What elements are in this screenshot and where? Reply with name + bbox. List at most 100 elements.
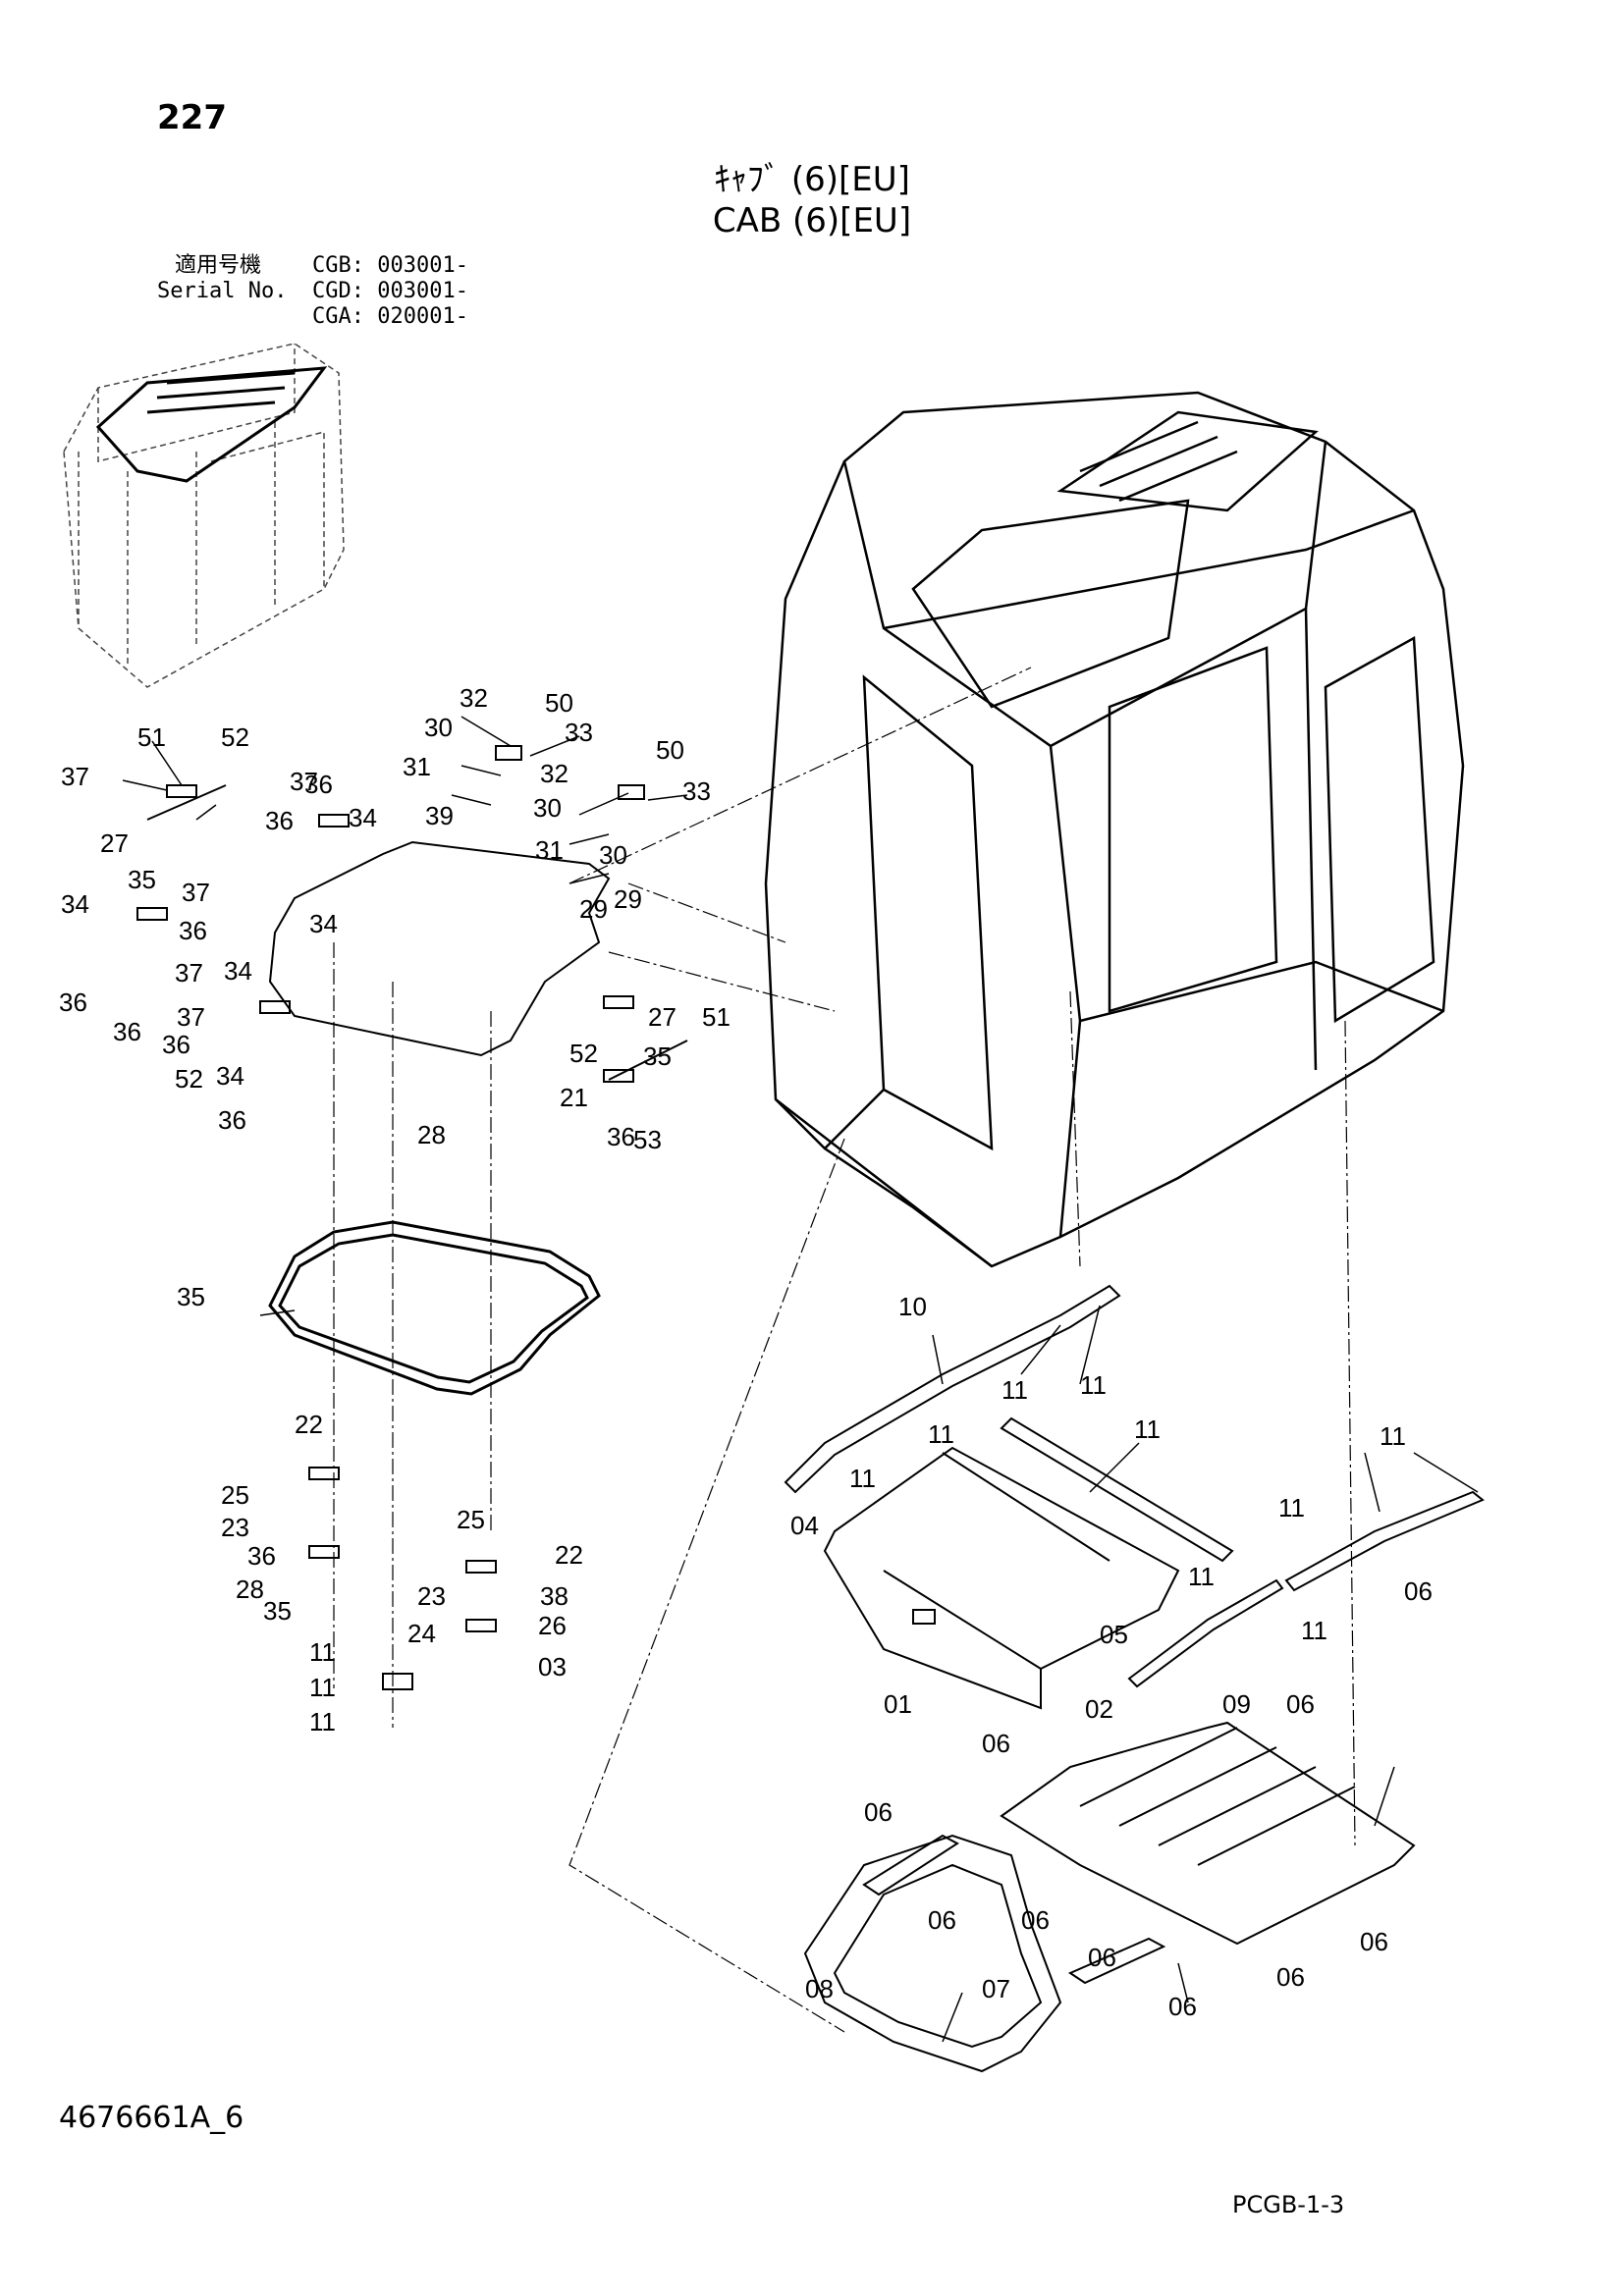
callout-35: 35: [263, 1596, 292, 1626]
callout-06: 06: [1021, 1905, 1050, 1935]
callout-06: 06: [1360, 1927, 1388, 1956]
strip-10: [1000, 1416, 1234, 1563]
callout-30: 30: [533, 793, 562, 823]
callout-01: 01: [884, 1689, 912, 1719]
page-number: 227: [157, 98, 227, 137]
hinge-brackets: [136, 745, 688, 1690]
callout-29: 29: [614, 884, 642, 914]
callout-36: 36: [265, 806, 294, 835]
pad-09: [862, 1834, 959, 1896]
callout-02: 02: [1085, 1694, 1113, 1724]
frame-07: [803, 1834, 1062, 2073]
callout-37: 37: [175, 958, 203, 988]
callout-11: 11: [309, 1637, 336, 1667]
rail-02: [1127, 1578, 1284, 1688]
callout-39: 39: [425, 801, 454, 830]
title-japanese: ｷｬﾌﾞ (6)[EU]: [714, 160, 910, 199]
callout-52: 52: [221, 722, 249, 752]
panel-05-detail: [883, 1452, 1110, 1670]
callout-36: 36: [218, 1105, 246, 1135]
callout-11: 11: [1188, 1562, 1215, 1591]
title-english: CAB (6)[EU]: [712, 201, 912, 240]
callout-52: 52: [175, 1064, 203, 1094]
callout-36: 36: [304, 770, 333, 799]
serial-label-jp: 適用号機: [175, 253, 262, 278]
callout-37: 37: [61, 762, 89, 791]
seal-53: [268, 1220, 601, 1396]
callout-11: 11: [309, 1707, 336, 1736]
callout-37: 37: [177, 1002, 205, 1032]
cab-frame: [764, 391, 1465, 1268]
callout-28: 28: [417, 1120, 446, 1149]
callout-34: 34: [61, 889, 89, 919]
callout-21: 21: [560, 1083, 588, 1112]
callout-34: 34: [216, 1061, 244, 1091]
callout-08: 08: [805, 1974, 834, 2003]
callout-52: 52: [569, 1039, 598, 1068]
rail-03: [784, 1284, 1121, 1494]
callout-25: 25: [221, 1480, 249, 1510]
pad-08: [1067, 1937, 1166, 1985]
callout-32: 32: [460, 683, 488, 713]
rail-04: [1284, 1490, 1485, 1592]
callout-34: 34: [224, 956, 252, 986]
callout-31: 31: [403, 752, 431, 781]
callout-06: 06: [1404, 1576, 1433, 1606]
drawing-number: 4676661A_6: [59, 2101, 244, 2135]
reference-cab-thumbnail: [63, 343, 345, 688]
roof-01-lines: [1079, 1727, 1356, 1866]
callout-06: 06: [1286, 1689, 1315, 1719]
callout-30: 30: [599, 840, 627, 870]
frame-07-inner: [833, 1863, 1043, 2049]
serial-label-en: Serial No.: [157, 279, 288, 303]
callout-35: 35: [177, 1282, 205, 1311]
roof-01: [1000, 1721, 1416, 1946]
callout-37: 37: [290, 767, 318, 796]
callout-29: 29: [579, 894, 608, 924]
callout-36: 36: [162, 1030, 190, 1059]
callout-27: 27: [648, 1002, 677, 1032]
callout-03: 03: [538, 1652, 567, 1682]
callout-11: 11: [849, 1464, 876, 1493]
callout-10: 10: [898, 1292, 927, 1321]
callout-37: 37: [182, 878, 210, 907]
callout-24: 24: [407, 1619, 436, 1648]
callout-35: 35: [128, 865, 156, 894]
callout-36: 36: [179, 916, 207, 945]
panel-05-clip: [912, 1609, 936, 1625]
callout-50: 50: [656, 735, 684, 765]
serial-entry-cgd: CGD: 003001-: [312, 279, 468, 303]
callout-51: 51: [702, 1002, 731, 1032]
callout-27: 27: [100, 828, 129, 858]
callout-25: 25: [457, 1505, 485, 1534]
callout-36: 36: [247, 1541, 276, 1571]
callout-50: 50: [545, 688, 573, 718]
callout-53: 53: [633, 1125, 662, 1154]
phantom-lines: [333, 667, 1356, 2033]
callout-38: 38: [540, 1581, 568, 1611]
callout-leaders: [122, 716, 1479, 2043]
callout-06: 06: [928, 1905, 956, 1935]
callout-36: 36: [607, 1122, 635, 1151]
callout-36: 36: [113, 1017, 141, 1046]
callout-06: 06: [864, 1797, 893, 1827]
callout-30: 30: [424, 713, 453, 742]
serial-entry-cga: CGA: 020001-: [312, 304, 468, 329]
callout-07: 07: [982, 1974, 1010, 2003]
roof-plate-21: [268, 840, 611, 1057]
callout-11: 11: [1134, 1415, 1161, 1444]
callout-22: 22: [295, 1410, 323, 1439]
callout-06: 06: [1276, 1962, 1305, 1992]
callout-06: 06: [1168, 1992, 1197, 2021]
callout-26: 26: [538, 1611, 567, 1640]
callout-11: 11: [1380, 1421, 1406, 1451]
callout-11: 11: [1080, 1370, 1107, 1400]
callout-31: 31: [535, 835, 564, 865]
callout-11: 11: [928, 1419, 954, 1449]
callout-11: 11: [1301, 1616, 1327, 1645]
callout-05: 05: [1100, 1620, 1128, 1649]
callout-11: 11: [309, 1673, 336, 1702]
callout-23: 23: [221, 1513, 249, 1542]
